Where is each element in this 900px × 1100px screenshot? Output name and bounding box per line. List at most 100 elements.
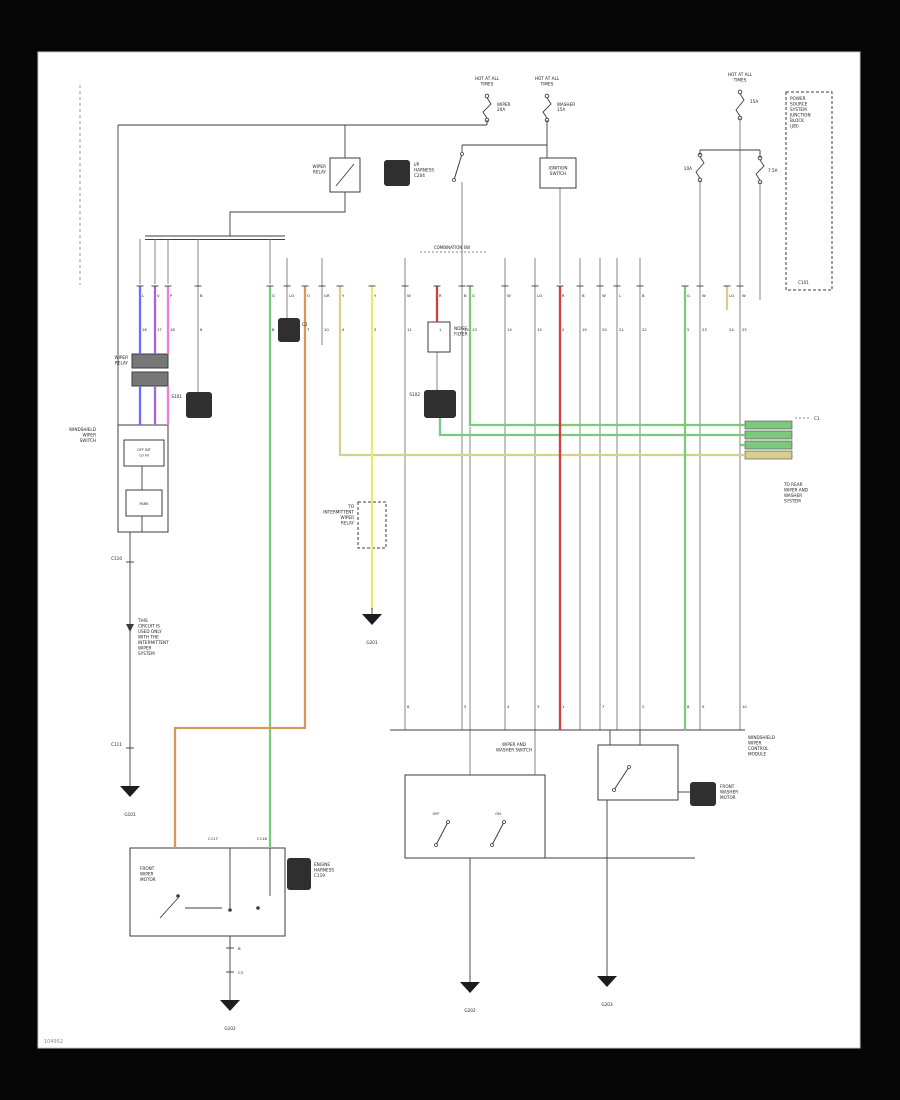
diagram-label: HARNESS — [414, 168, 434, 173]
diagram-label: CIRCUIT IS — [138, 624, 160, 629]
switch-contact — [434, 843, 438, 847]
wire-pin-number: 24 — [729, 327, 734, 332]
switch-blade-icon — [613, 766, 630, 791]
diagram-label: WASHER — [784, 493, 802, 498]
diagram-label: C117 — [208, 836, 218, 841]
diagram-label: WIPER — [83, 433, 97, 438]
wire-pin-number: 11 — [407, 327, 412, 332]
switch-inner-box-2 — [125, 489, 163, 517]
connector-blob — [287, 858, 311, 890]
diagram-label: WIPER — [748, 741, 762, 746]
wire-color-code: W — [602, 293, 606, 298]
diagram-label: 15A — [557, 107, 565, 112]
bus-pin-number: 2 — [642, 704, 645, 709]
switch-contact — [452, 178, 456, 182]
diagram-label: HARNESS — [314, 868, 334, 873]
wire-color-code: G — [272, 293, 275, 298]
diagram-label: OFF INT — [137, 448, 152, 452]
paper-sheet — [37, 51, 861, 1049]
diagram-line — [335, 163, 355, 187]
junction-dot — [176, 894, 180, 898]
wiper-switch-box — [117, 424, 169, 533]
diagram-label: C110 — [111, 556, 122, 561]
diagram-label: C204 — [414, 173, 425, 178]
wire-green-mid — [468, 286, 745, 427]
diagram-label: WIPER AND — [784, 488, 808, 493]
diagram-label: POWER — [790, 96, 806, 101]
wire-color-code: Y — [374, 293, 377, 298]
wire-pin-number: 1 — [439, 327, 442, 332]
diagram-label: WIPER — [341, 515, 355, 520]
junction-dot — [256, 906, 260, 910]
wire-pin-number: 15 — [537, 327, 542, 332]
diagram-label: PARK — [139, 502, 149, 506]
diagram-label: C1 — [814, 416, 820, 421]
wiper-washer-switch-box — [404, 774, 546, 859]
wire-color-code: B — [642, 293, 645, 298]
fuse-terminal — [484, 93, 490, 99]
ground-symbol-icon — [120, 786, 140, 797]
diagram-label: I/P — [414, 162, 420, 167]
wire-khaki — [338, 286, 745, 457]
fuse-element-icon — [695, 156, 705, 179]
diagram-label: G202 — [464, 1008, 476, 1013]
wire-pin-number: 10 — [324, 327, 329, 332]
wire-color-code: L — [619, 293, 622, 298]
wire-pin-number: 4 — [342, 327, 345, 332]
wire-pin-number: 12 — [464, 327, 469, 332]
diagram-label: TIMES — [540, 82, 554, 87]
wire-color-code: B — [582, 293, 585, 298]
wire-color-code: B — [200, 293, 203, 298]
wire-pin-number: 8 — [272, 327, 275, 332]
ground-symbol-icon — [362, 614, 382, 625]
diagram-label: G203 — [601, 1002, 613, 1007]
switch-inner-box-1 — [123, 439, 165, 467]
splice-block — [744, 450, 793, 460]
wire-pin-number: 3 — [374, 327, 377, 332]
diagram-label: WASHER — [720, 790, 738, 795]
wire-pin-number: 9 — [289, 327, 292, 332]
front-wiper-motor-box — [129, 847, 286, 937]
diagram-label: RELAY — [313, 170, 327, 175]
diagram-label: WIPER — [140, 872, 154, 877]
diagram-label: INTERMITTENT — [323, 510, 354, 515]
wire-pin-number: 5 — [687, 327, 690, 332]
diagram-label: CONTROL — [748, 746, 769, 751]
diagram-label: NOISE — [454, 326, 467, 331]
diagram-label: 7.5A — [768, 168, 778, 173]
wire-pin-number: 6 — [200, 327, 203, 332]
bus-pin-number: 5 — [464, 704, 467, 709]
wire-color-code: W — [407, 293, 411, 298]
diagram-label: MOTOR — [720, 795, 736, 800]
diagram-label: SOURCE — [790, 102, 808, 107]
bus-pin-number: 9 — [702, 704, 705, 709]
diagram-label: LO HI — [139, 454, 148, 458]
diagram-label: ON — [495, 812, 501, 816]
connector-blob — [278, 318, 300, 342]
connector-blob — [384, 160, 410, 186]
diagram-label: OFF — [433, 812, 440, 816]
diagram-label: 15A — [750, 99, 758, 104]
relay-box — [329, 157, 361, 193]
fuse-element-icon — [482, 97, 492, 119]
wire-color-code: GR — [324, 293, 330, 298]
wire-pin-number: 23 — [702, 327, 707, 332]
bus-pin-number: 6 — [407, 704, 410, 709]
diagram-label: 10A — [684, 166, 692, 171]
switch-contact — [612, 788, 616, 792]
diagram-label: COMBINATION SW — [434, 245, 470, 250]
diagram-label: ENGINE — [314, 862, 330, 867]
switch-blade-icon — [435, 821, 449, 846]
wire-pin-number: 14 — [507, 327, 512, 332]
diagram-label: HOT AT ALL — [535, 76, 560, 81]
diagram-label: S102 — [409, 392, 420, 397]
relay-contact-1 — [131, 353, 169, 369]
wire-pin-number: 25 — [742, 327, 747, 332]
diagram-label: (J/B) — [790, 124, 799, 129]
diagram-label: WIPER AND — [502, 742, 526, 747]
wire-pin-number: 18 — [170, 327, 175, 332]
diagram-label: SYSTEM — [784, 499, 801, 504]
bus-pin-number: 10 — [742, 704, 747, 709]
wire-color-code: W — [702, 293, 706, 298]
